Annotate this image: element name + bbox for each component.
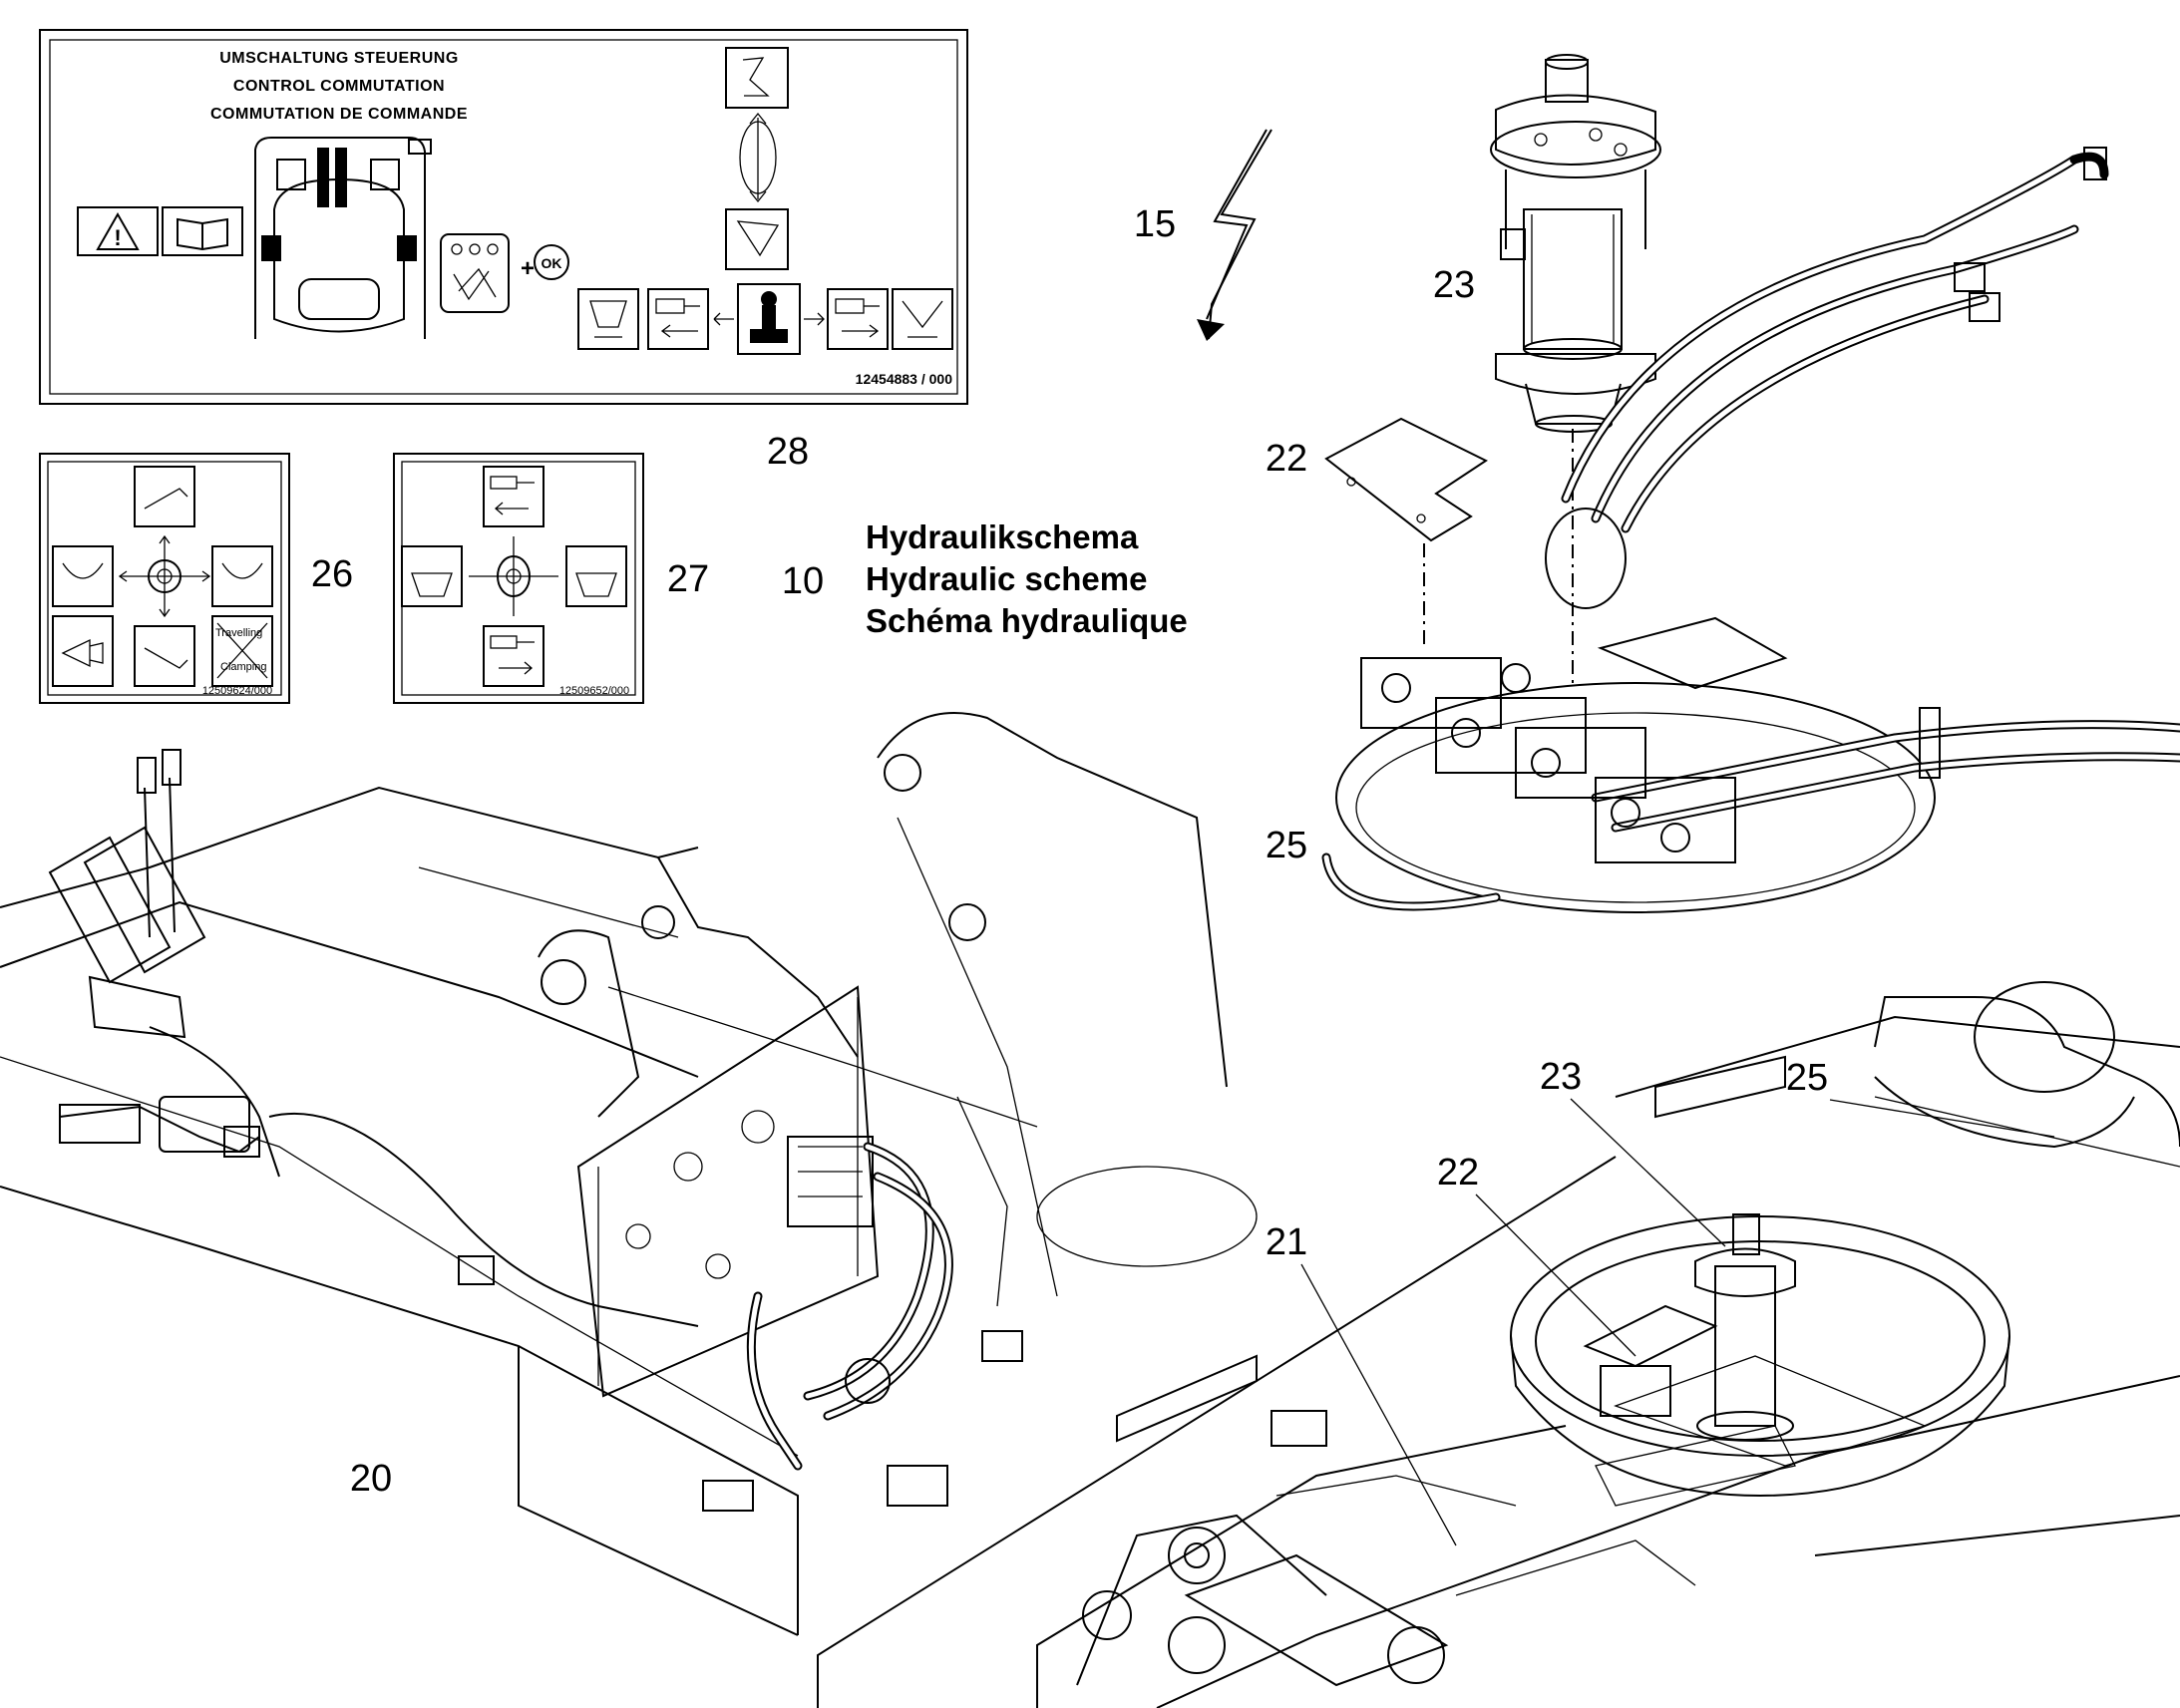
warning-triangle-icon: !	[77, 206, 159, 256]
joystick-cross-icon	[118, 534, 211, 618]
callout-23-bottom: 23	[1540, 1056, 1582, 1098]
cylinder-extend-icon	[483, 625, 545, 687]
callout-27: 27	[667, 558, 709, 600]
callout-20: 20	[350, 1458, 392, 1500]
legend-line-en: Hydraulic scheme	[866, 560, 1147, 597]
callout-10: 10	[782, 560, 824, 602]
legend-line-de: Hydraulikschema	[866, 518, 1139, 555]
sticker-28-part-number: 12454883 / 000	[856, 371, 953, 387]
cylinder-extend-icon	[827, 288, 889, 350]
undercarriage	[817, 981, 2180, 1708]
sticker-27: 12509652/000	[393, 453, 644, 704]
sticker-27-part-number: 12509652/000	[559, 685, 629, 697]
rotate-right-icon	[565, 545, 627, 607]
cover-plate-top	[1324, 417, 1489, 542]
grab-open-left-icon	[577, 288, 639, 350]
callout-15: 15	[1134, 203, 1176, 245]
travelling-label: Travelling	[215, 627, 262, 639]
sticker-26-part-number: 12509624/000	[202, 685, 272, 697]
sticker-28-title-en: CONTROL COMMUTATION	[233, 78, 445, 95]
boom-up-icon	[134, 466, 195, 527]
plus-sign: +	[521, 255, 535, 282]
boom-down-icon	[134, 625, 195, 687]
machine-frame-left	[0, 712, 1228, 1636]
sticker-28-title-de: UMSCHALTUNG STEUERUNG	[219, 50, 459, 67]
arm-bucket-icon	[725, 47, 789, 109]
rotary-joint-top	[1490, 54, 1661, 433]
callout-22-top: 22	[1266, 438, 1307, 480]
pedals-and-levers	[48, 749, 699, 1327]
callout-21: 21	[1266, 1221, 1307, 1263]
legend-line-fr: Schéma hydraulique	[866, 602, 1188, 639]
commutation-switch-icon	[440, 233, 510, 313]
clamping-label: Clamping	[220, 661, 266, 673]
callout-22-bottom: 22	[1437, 1152, 1479, 1194]
joystick-cross-icon	[469, 536, 558, 616]
control-valve-frame	[576, 985, 1258, 1512]
slewing-ring	[1510, 1213, 2010, 1498]
sticker-28: UMSCHALTUNG STEUERUNG CONTROL COMMUTATIO…	[39, 29, 968, 405]
grab-open-icon	[52, 545, 114, 607]
svg-text:OK: OK	[542, 255, 562, 271]
callout-25-top: 25	[1266, 825, 1307, 866]
valve-manifold-top	[1321, 508, 2180, 913]
rotate-left-icon	[401, 545, 463, 607]
manual-book-icon	[162, 206, 243, 256]
cabin-top-view-icon	[254, 137, 432, 339]
grab-open-right-icon	[892, 288, 953, 350]
callout-26: 26	[311, 553, 353, 595]
hydraulic-hoses-top	[1561, 147, 2109, 533]
cylinder-retract-icon	[483, 466, 545, 527]
cylinder-retract-icon	[647, 288, 709, 350]
horn-icon	[52, 615, 114, 687]
svg-text:!: !	[114, 225, 121, 250]
bucket-curl-icon	[725, 208, 789, 270]
callout-28: 28	[767, 431, 809, 473]
sticker-28-title-fr: COMMUTATION DE COMMANDE	[210, 106, 468, 123]
sticker-26: Travelling Clamping 12509624/000	[39, 453, 290, 704]
callout-23-top: 23	[1433, 264, 1475, 306]
callout-25-bottom: 25	[1786, 1057, 1828, 1099]
grab-close-icon	[211, 545, 273, 607]
lightning-arrow-icon	[1197, 129, 1272, 341]
rotate-arrows-icon	[739, 112, 777, 203]
joystick-icon	[737, 283, 801, 355]
ok-button-icon: OK	[534, 244, 569, 280]
travel-clamp-icon	[211, 615, 273, 687]
